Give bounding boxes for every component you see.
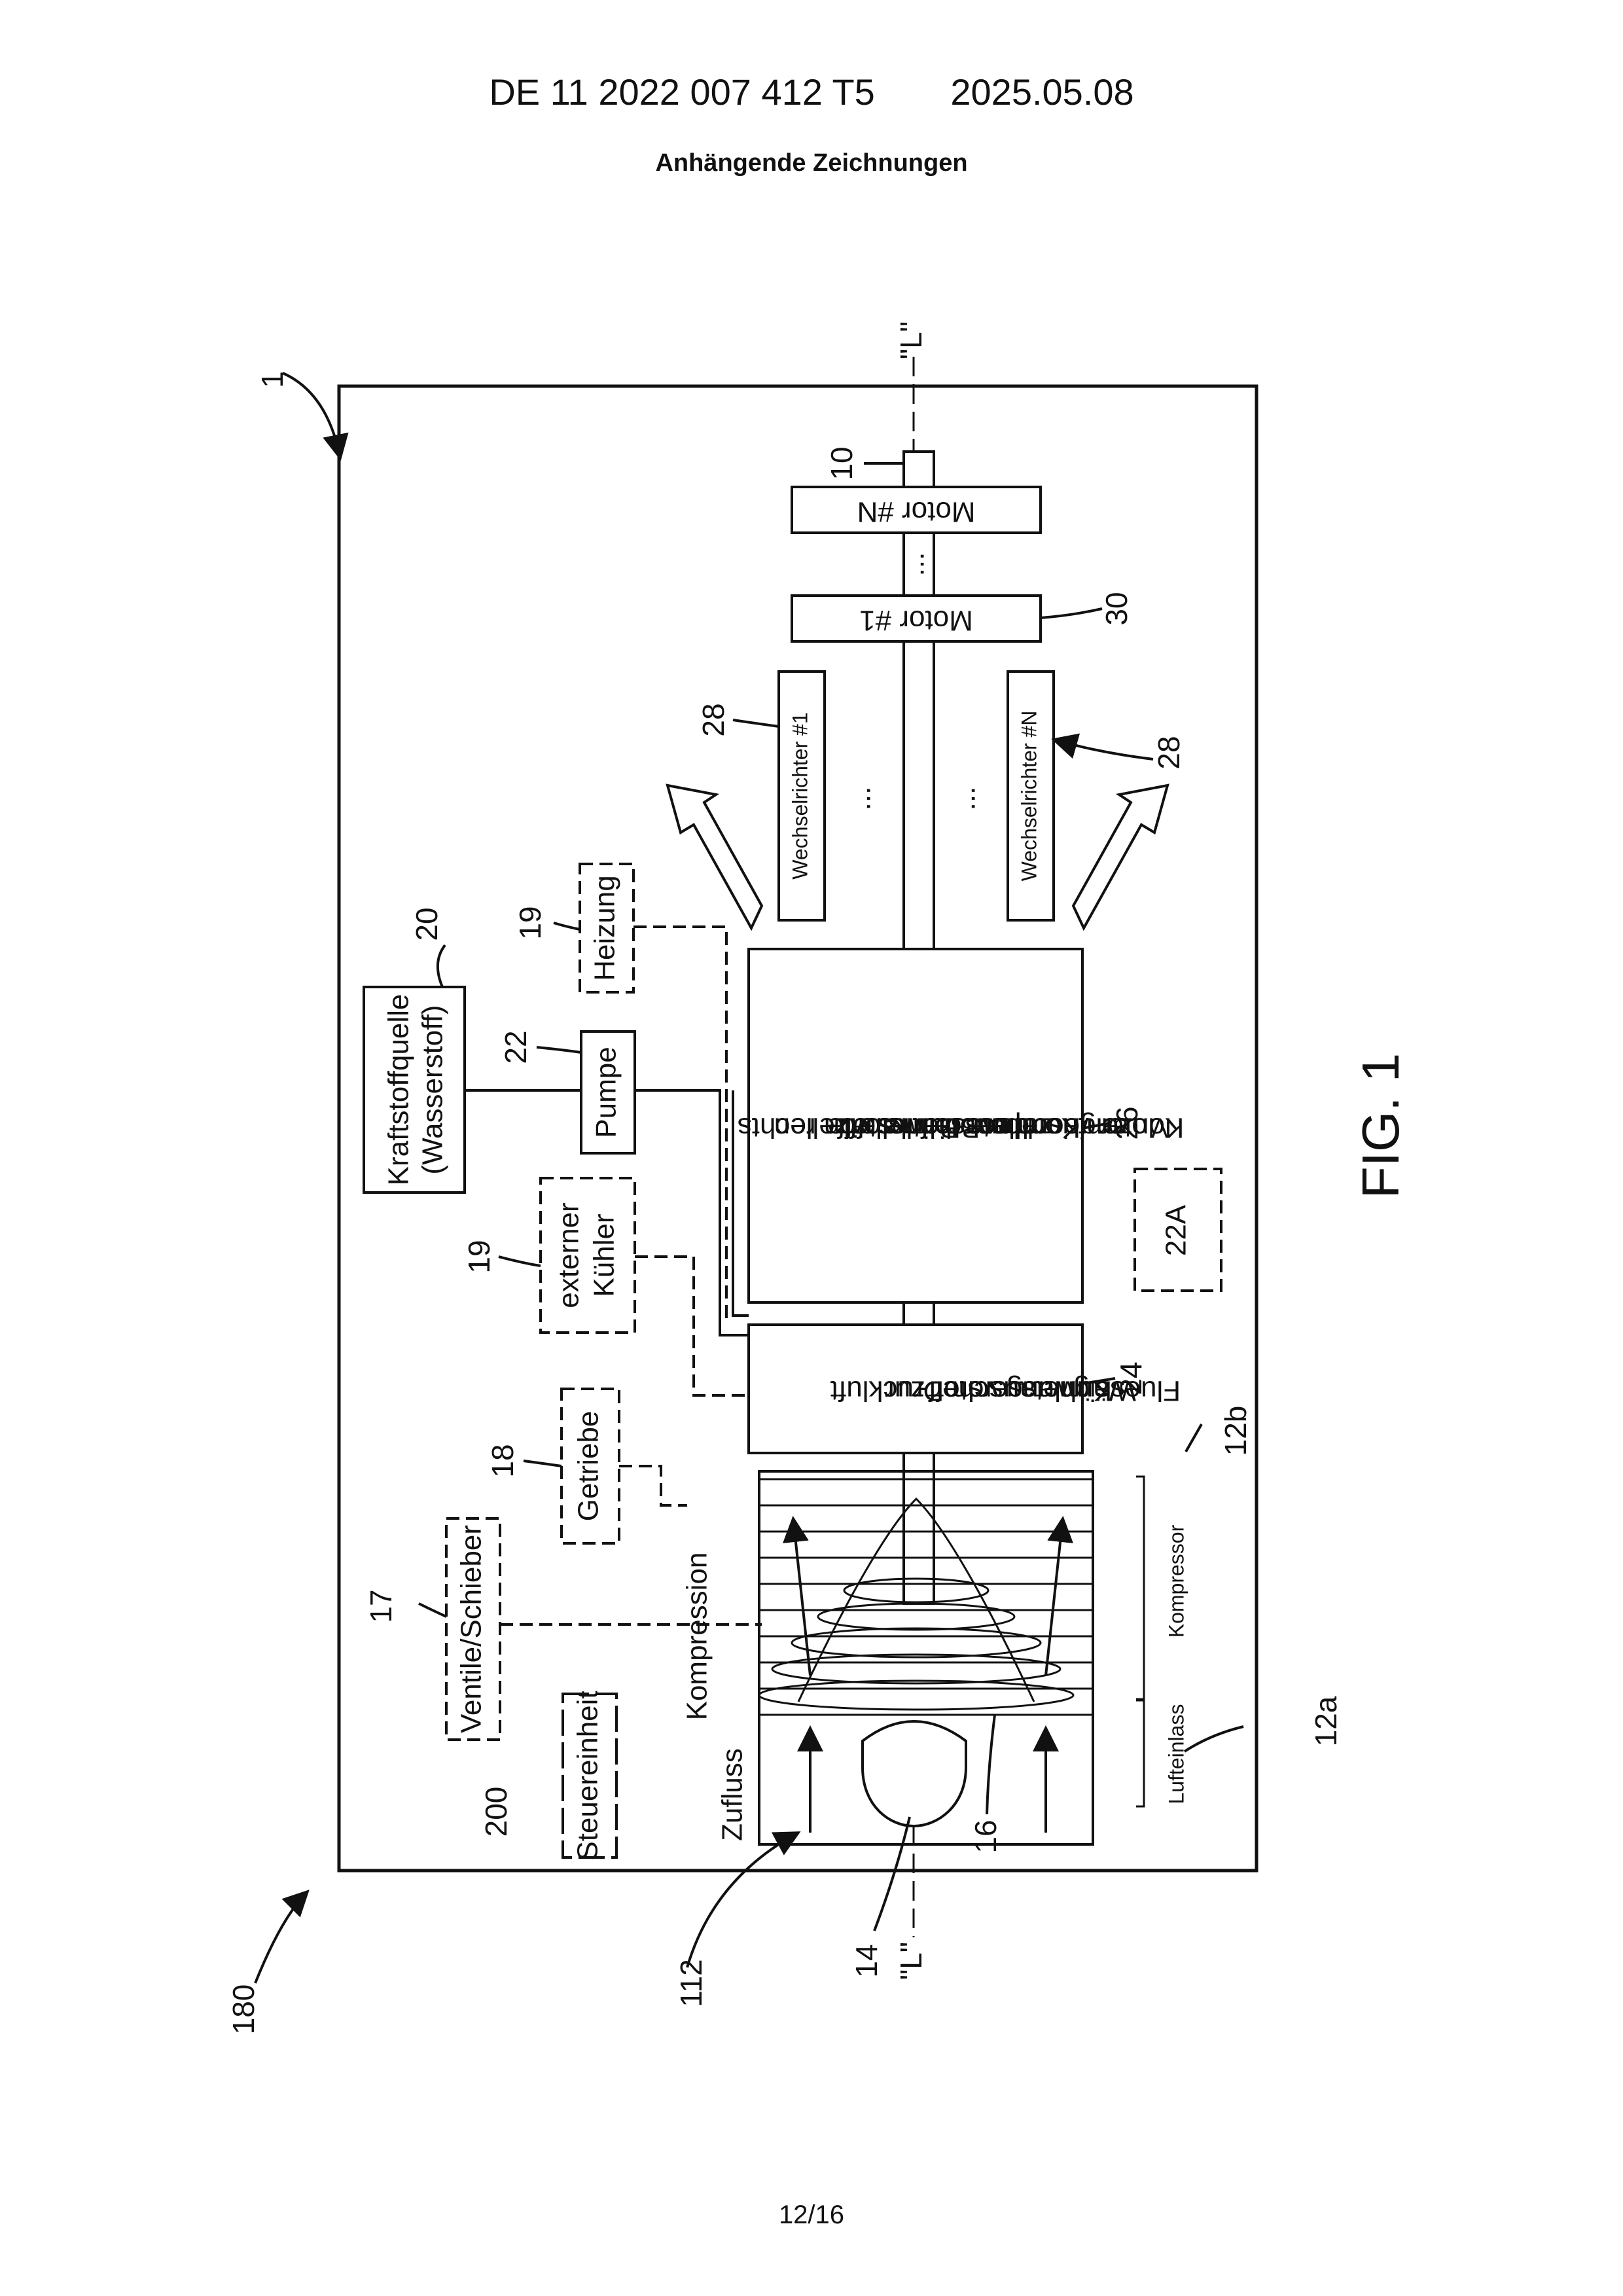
box-22a-label: 22A	[1160, 1204, 1192, 1256]
exhaust-arrow-left	[668, 785, 762, 928]
ref-1: 1	[255, 371, 289, 388]
valves-label: Ventile/Schieber	[455, 1525, 488, 1733]
gearbox-label: Getriebe	[573, 1411, 605, 1522]
leader-12b	[1186, 1424, 1202, 1452]
pump-label: Pumpe	[590, 1047, 622, 1138]
fuel-source-label-1: Kraftstoffquelle	[383, 994, 415, 1186]
ref-24: 24	[1114, 1361, 1148, 1395]
leader-30	[1041, 609, 1102, 618]
compressor-blades	[759, 1479, 1093, 1715]
ref-19b: 19	[462, 1240, 496, 1273]
ref-14: 14	[849, 1944, 883, 1977]
inverter-n-label: Wechselrichter #N	[1017, 711, 1041, 882]
inverter-dots-1: ...	[845, 787, 877, 811]
ref-10: 10	[825, 446, 859, 480]
kompression-label: Kompression	[681, 1552, 713, 1721]
page-number: 12/16	[0, 2200, 1623, 2230]
inverter-1-label: Wechselrichter #1	[788, 712, 812, 880]
control-unit-label: Steuereinheit	[572, 1691, 604, 1860]
motor-n-label: Motor #N	[857, 495, 976, 528]
ref-28b: 28	[1152, 736, 1186, 769]
leader-14	[874, 1817, 910, 1931]
external-cooler-label-2: Kühler	[588, 1213, 620, 1297]
axis-label-bottom: "L"	[894, 1942, 928, 1980]
ref-112: 112	[674, 1959, 708, 2007]
leader-28b	[1054, 740, 1153, 759]
leader-16	[987, 1715, 995, 1814]
exhaust-arrow-right	[1073, 785, 1168, 928]
spinner-cone	[863, 1721, 966, 1826]
leader-180	[255, 1892, 308, 1983]
heater-label: Heizung	[589, 875, 621, 980]
ref-26: 26	[1110, 1106, 1144, 1139]
fuel-source-label-2: (Wasserstoff)	[417, 1005, 449, 1174]
ref-16: 16	[969, 1820, 1003, 1853]
axis-label-top: "L"	[894, 321, 928, 359]
ref-19a: 19	[513, 906, 547, 939]
cooler-line	[635, 1257, 749, 1395]
ref-28a: 28	[696, 703, 730, 736]
ref-22: 22	[499, 1030, 533, 1064]
ref-200: 200	[479, 1787, 513, 1837]
inverter-dots-2: ...	[950, 787, 982, 811]
figure-caption: FIG. 1	[1351, 1053, 1410, 1198]
ref-180: 180	[226, 1984, 260, 2035]
motor-1-label: Motor #1	[859, 604, 973, 636]
lufteinlass-bracket	[1136, 1700, 1144, 1806]
lufteinlass-label: Lufteinlass	[1164, 1704, 1188, 1804]
motor-dots: ...	[899, 552, 931, 577]
leader-17	[419, 1604, 446, 1617]
fuel-line-2	[635, 1090, 749, 1335]
ref-18: 18	[486, 1444, 520, 1477]
leader-22	[537, 1047, 581, 1052]
leader-12a	[1185, 1727, 1243, 1751]
external-cooler-label-1: externer	[553, 1202, 585, 1308]
ref-30: 30	[1099, 592, 1133, 625]
ref-17: 17	[364, 1589, 398, 1623]
fuel-cell-line-6: von links von rechts	[738, 1111, 990, 1143]
ref-20: 20	[410, 907, 444, 941]
heater-line	[633, 927, 726, 1325]
heat-exchanger-line-3: Kühlung von Druckluft	[830, 1374, 1112, 1407]
kompressor-bracket	[1136, 1477, 1144, 1699]
leader-20	[438, 945, 445, 987]
gearbox-line	[619, 1466, 687, 1505]
zufluss-label: Zufluss	[717, 1748, 749, 1841]
kompressor-label: Kompressor	[1164, 1524, 1188, 1638]
leader-112	[687, 1833, 798, 1967]
ref-12a: 12a	[1309, 1696, 1343, 1746]
ref-12b: 12b	[1219, 1406, 1253, 1456]
leader-18	[524, 1461, 562, 1466]
leader-19a	[554, 923, 580, 929]
leader-1	[283, 373, 340, 458]
leader-19b	[499, 1257, 541, 1266]
leader-28a	[733, 720, 779, 726]
